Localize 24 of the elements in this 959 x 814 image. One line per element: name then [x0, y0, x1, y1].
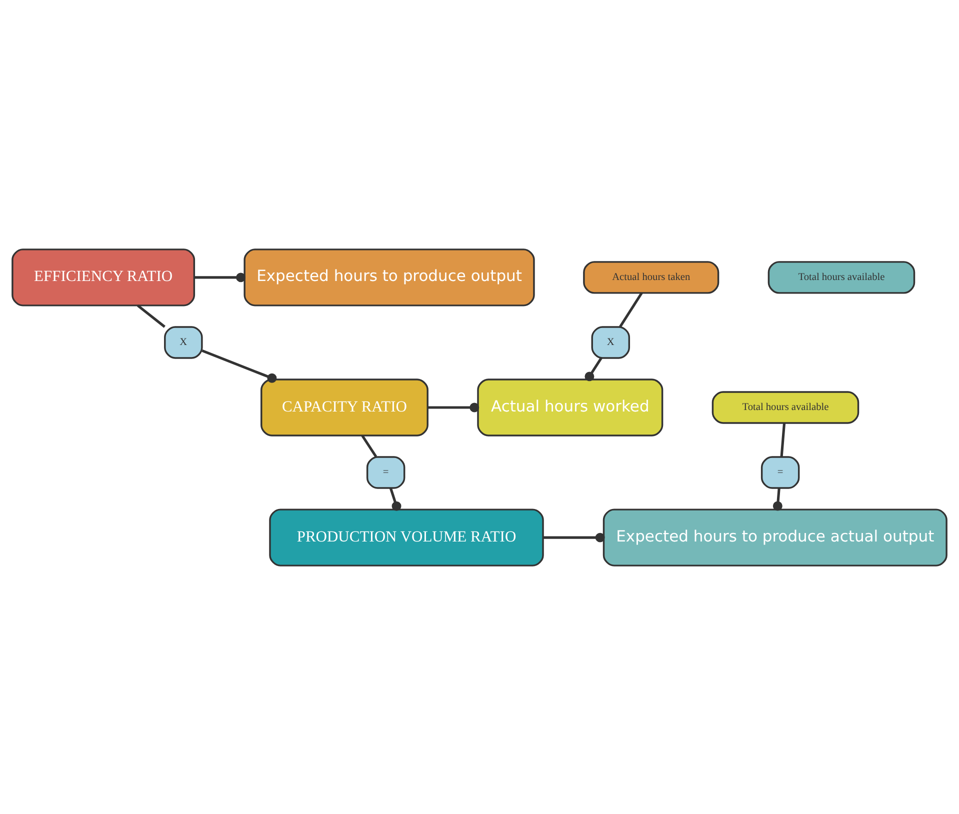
- connector: [136, 304, 166, 328]
- node-box: Expected hours to produce output: [244, 248, 535, 306]
- node-box: X: [164, 326, 203, 358]
- node-box: Actual hours taken: [583, 260, 720, 294]
- node-box: =: [760, 456, 800, 488]
- node-box: X: [591, 326, 630, 358]
- node-box: Actual hours worked: [477, 378, 664, 436]
- connector: [361, 434, 378, 457]
- connector: [772, 487, 782, 510]
- node-box: Total hours available: [712, 390, 860, 424]
- node-box: CAPACITY RATIO: [260, 378, 428, 436]
- node-box: PRODUCTION VOLUME RATIO: [269, 508, 544, 566]
- connector: [584, 356, 602, 381]
- node-box: =: [366, 456, 406, 488]
- connector: [202, 349, 277, 382]
- node-box: Total hours available: [768, 260, 916, 294]
- node-box: EFFICIENCY RATIO: [12, 248, 196, 306]
- connector: [389, 487, 402, 510]
- connector: [428, 402, 480, 412]
- connector: [619, 292, 643, 327]
- connector: [194, 272, 246, 282]
- connector: [780, 422, 786, 456]
- node-box: Expected hours to produce actual output: [602, 508, 948, 566]
- connector: [543, 532, 605, 542]
